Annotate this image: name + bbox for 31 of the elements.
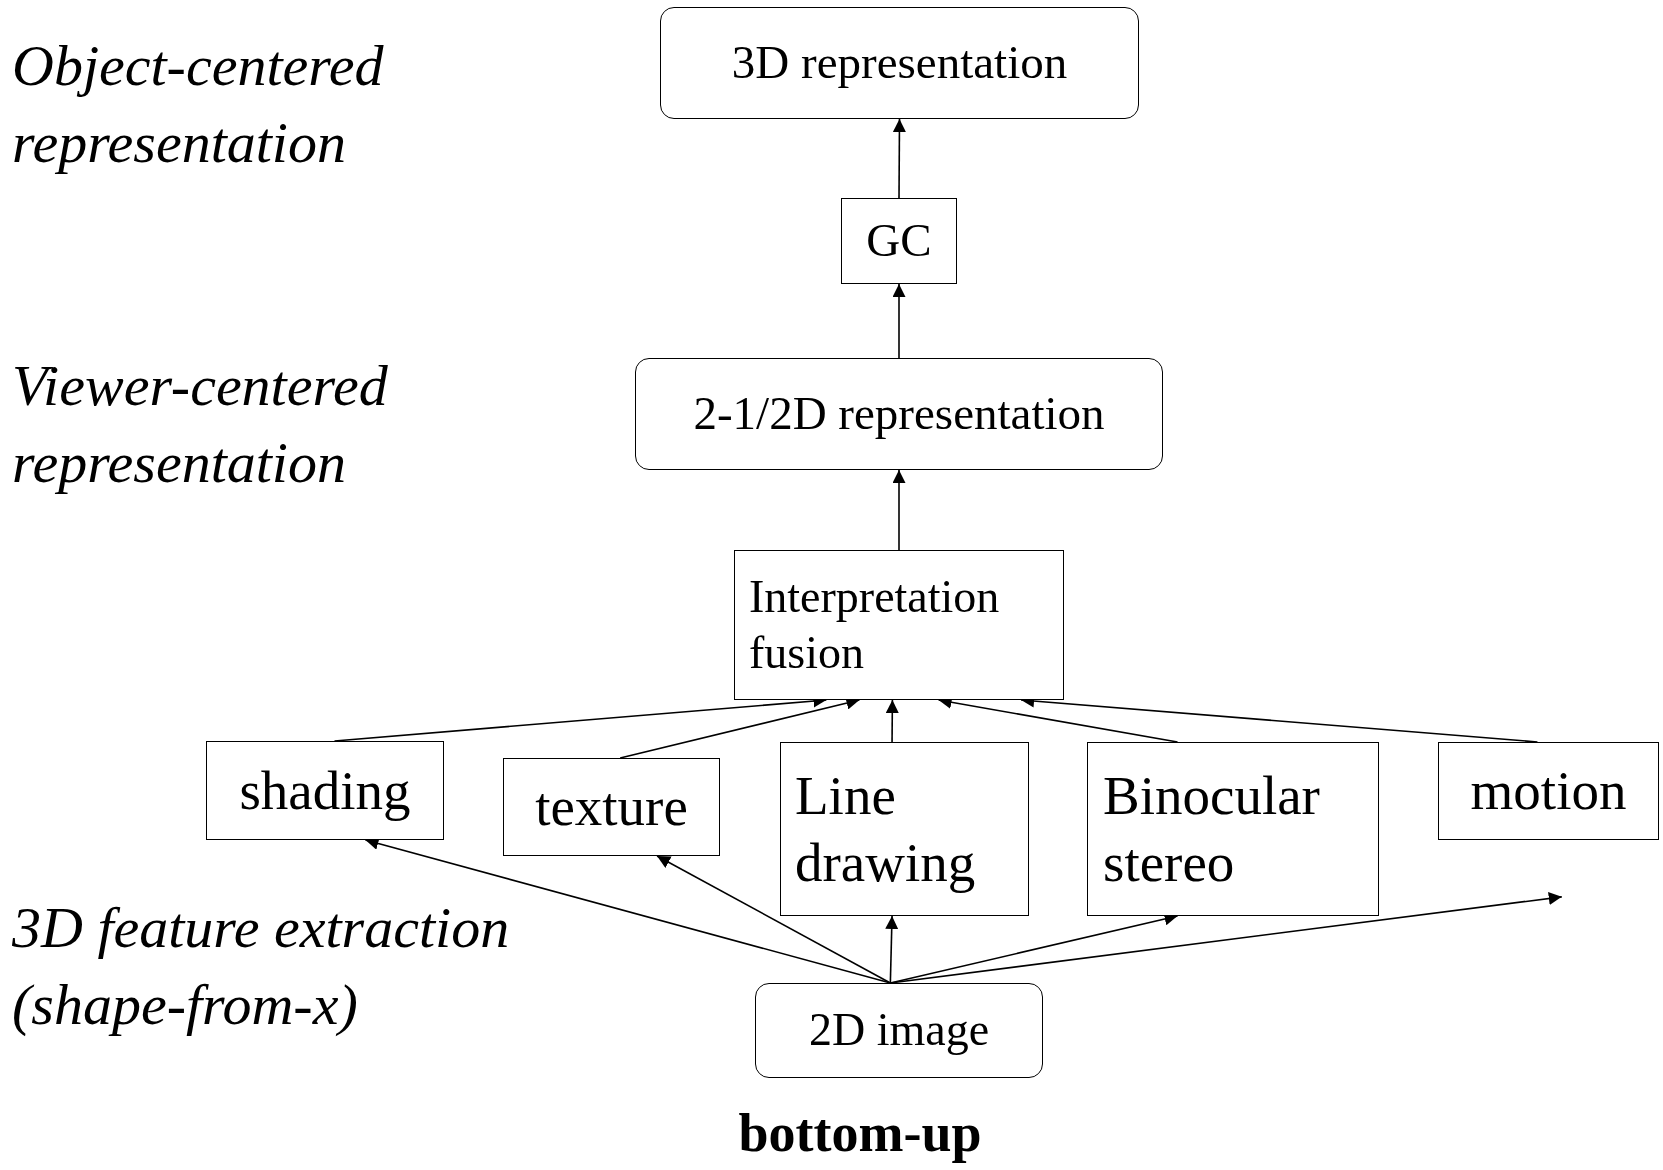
process-box [780, 742, 1029, 916]
process-box [734, 550, 1064, 700]
rounded-box [635, 358, 1163, 470]
arrow [885, 915, 899, 984]
node-label: 3D representation [731, 35, 1068, 91]
caption: bottom-up [737, 1104, 983, 1164]
node-label: 2-1/2D representation [693, 386, 1105, 442]
node-label: texture [535, 775, 688, 840]
node-label: Interpretation fusion [749, 569, 1001, 680]
rounded-box [660, 7, 1139, 119]
level-label: Viewer-centered representation [12, 352, 389, 497]
rounded-box [755, 983, 1043, 1078]
arrow [889, 892, 1563, 984]
level-label: Object-centered representation [12, 32, 385, 177]
level-label: 3D feature extraction (shape-from-x) [12, 894, 511, 1039]
arrow [892, 469, 906, 551]
process-box [1087, 742, 1379, 916]
process-box [841, 198, 957, 284]
arrow [892, 283, 906, 359]
node-label: shading [239, 758, 411, 823]
node-label: Line drawing [795, 763, 977, 895]
node-label: 2D image [808, 1003, 990, 1058]
node-label: Binocular stereo [1103, 763, 1321, 895]
process-box [503, 758, 720, 856]
process-box [206, 741, 444, 840]
process-box [1438, 742, 1659, 840]
arrow [885, 699, 899, 743]
node-label: motion [1470, 759, 1627, 824]
arrow [656, 855, 892, 984]
arrow [892, 118, 906, 199]
node-label: GC [866, 213, 932, 269]
